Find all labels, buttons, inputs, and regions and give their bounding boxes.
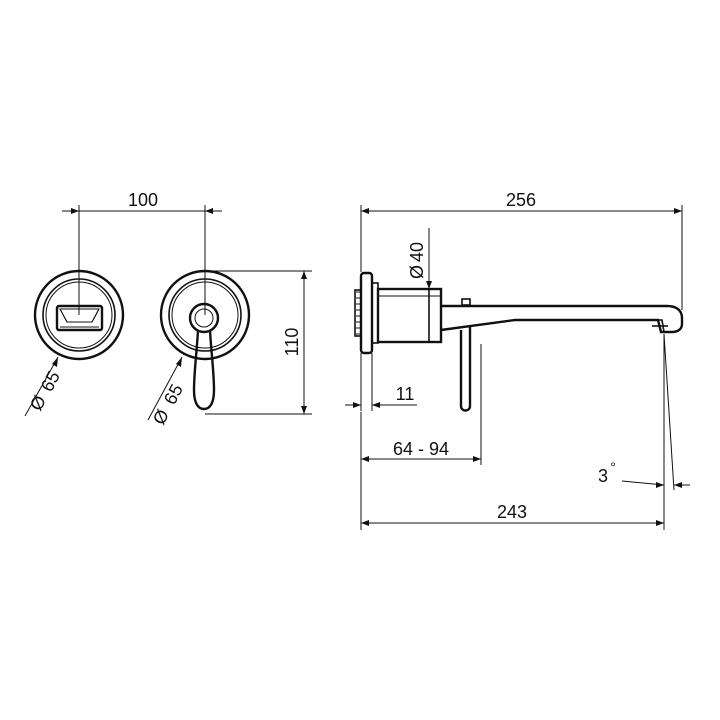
diameter-left-label: 65	[37, 368, 64, 395]
wall-depth-label: 64 - 94	[393, 439, 449, 459]
dimension-diameter-left: Ø 65	[24, 356, 64, 417]
diameter-symbol-side: Ø	[407, 265, 427, 279]
centers-label: 100	[128, 190, 158, 210]
total-width-label: 256	[506, 190, 536, 210]
diameter-right-label: 65	[160, 381, 187, 408]
dimension-height: 110	[205, 270, 312, 415]
side-view-mixer	[354, 271, 684, 412]
plate-thickness-label: 11	[396, 384, 415, 404]
angle-label: 3	[598, 466, 608, 486]
degree-symbol: °	[610, 459, 616, 475]
dimension-diameter-right: Ø 65	[147, 356, 187, 428]
dimension-angle: 3 °	[598, 333, 690, 491]
diameter-symbol-left: Ø	[26, 392, 50, 414]
dimension-total-width: 256	[360, 190, 683, 310]
spout-reach-label: 243	[497, 502, 527, 522]
dimension-centers: 100	[62, 190, 222, 315]
dimension-wall-depth: 64 - 94	[360, 344, 482, 530]
diameter-side-label: 40	[407, 242, 427, 262]
dimension-diameter-side: Ø 40	[407, 228, 432, 289]
dimension-spout-reach: 243	[361, 334, 665, 530]
dimension-plate-thickness: 11	[345, 353, 417, 411]
height-label: 110	[282, 328, 302, 357]
diameter-symbol-right: Ø	[149, 406, 173, 428]
